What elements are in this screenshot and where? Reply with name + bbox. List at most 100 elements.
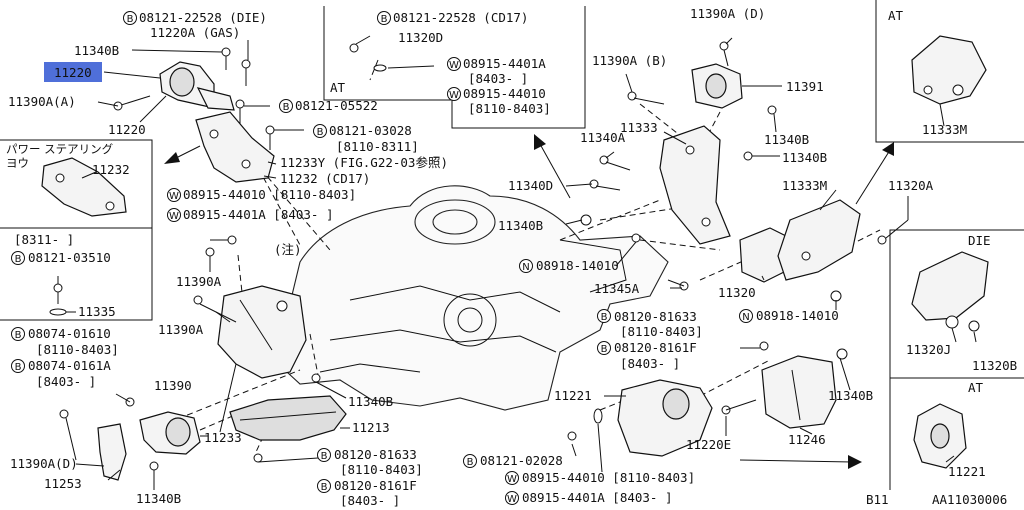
part-11253-bracket — [97, 423, 127, 481]
arrow-head-upright — [882, 142, 894, 156]
marker-w-3: W — [447, 57, 461, 71]
label-11340b-center: 11340B — [348, 394, 393, 409]
leader-lines — [57, 35, 977, 490]
label-11232-cd17: 11232 (CD17) — [280, 171, 370, 186]
label-power-steering: パワー ステアリング — [6, 142, 114, 156]
marker-b-6: B — [11, 327, 25, 341]
part-labels: 08121-22528 (DIE) 11220A (GAS) 11340B 11… — [6, 6, 1017, 508]
label-11340b-bl: 11340B — [136, 491, 181, 506]
label-11320a: 11320A — [888, 178, 934, 193]
marker-n-1: N — [519, 259, 533, 273]
marker-b-2: B — [279, 99, 293, 113]
marker-w-5: W — [505, 471, 519, 485]
label-11390: 11390 — [154, 378, 192, 393]
svg-text:B: B — [601, 344, 608, 355]
engine-transmission-body — [275, 185, 669, 411]
part-11246-bracket — [761, 355, 837, 429]
label-11390a-d: 11390A(D) — [10, 456, 78, 471]
svg-text:B: B — [381, 14, 388, 25]
label-8110-8403-c: [8110-8403] — [620, 324, 703, 339]
label-08915-4401a-c: 08915-4401A [8403- ] — [522, 490, 673, 505]
label-11253: 11253 — [44, 476, 82, 491]
label-08120-81633-a: 08120-81633 — [614, 309, 697, 324]
label-08120-8161f-b: 08120-8161F — [334, 478, 417, 493]
marker-b-5: B — [11, 251, 25, 265]
label-08120-8161f-a: 08120-8161F — [614, 340, 697, 355]
label-08121-22528-die: 08121-22528 (DIE) — [139, 10, 267, 25]
marker-b-3: B — [313, 124, 327, 138]
label-8403-b: [8403- ] — [468, 71, 528, 86]
label-11333m: 11333M — [782, 178, 827, 193]
part-11232-bracket — [195, 111, 275, 183]
label-11340b: 11340B — [74, 43, 119, 58]
marker-b-8: B — [597, 309, 611, 323]
label-08121-22528-cd17: 08121-22528 (CD17) — [393, 10, 528, 25]
part-11333m-at-box — [911, 35, 987, 105]
label-08915-4401a-a: 08915-4401A [8403- ] — [183, 207, 334, 222]
part-11333-bracket — [659, 125, 731, 245]
label-11246: 11246 — [788, 432, 826, 447]
label-8403-l1: [8403- ] — [36, 374, 96, 389]
label-08121-03028: 08121-03028 — [329, 123, 412, 138]
label-11345a: 11345A — [594, 281, 640, 296]
label-11233: 11233 — [204, 430, 242, 445]
part-11221-at-box — [913, 403, 967, 469]
label-8110-8311: [8110-8311] — [336, 139, 419, 154]
part-11220-mount — [159, 61, 235, 111]
label-11233y: 11233Y (FIG.G22-03参照) — [280, 155, 448, 170]
label-8110-8403-l1: [8110-8403] — [36, 342, 119, 357]
label-at-center-box: AT — [330, 80, 346, 95]
label-08918-14010-b: 08918-14010 — [756, 308, 839, 323]
power-steering-box — [0, 139, 153, 321]
label-11390a-b: 11390A (B) — [592, 53, 667, 68]
label-8403-d: [8403- ] — [340, 493, 400, 508]
part-11320j-die-box — [911, 251, 989, 329]
label-11335: 11335 — [78, 304, 116, 319]
label-08121-05522: 08121-05522 — [295, 98, 378, 113]
label-11220e: 11220E — [686, 437, 731, 452]
svg-text:B: B — [467, 457, 474, 468]
label-11340b-right: 11340B — [828, 388, 873, 403]
marker-n-2: N — [739, 309, 753, 323]
part-11390-insulator — [139, 411, 201, 455]
die-box-right — [889, 229, 1024, 379]
label-11320: 11320 — [718, 285, 756, 300]
marker-w-6: W — [505, 491, 519, 505]
svg-text:W: W — [169, 191, 179, 202]
label-8311-left: [8311- ] — [14, 232, 74, 247]
label-11390a-1: 11390A — [176, 274, 222, 289]
marker-b-12: B — [463, 454, 477, 468]
label-11333m-box: 11333M — [922, 122, 967, 137]
label-11320d: 11320D — [398, 30, 443, 45]
part-11233-bracket — [217, 285, 307, 379]
label-11340d: 11340D — [508, 178, 553, 193]
label-08915-44010-b: 08915-44010 — [463, 86, 546, 101]
frames — [0, 0, 1024, 490]
label-b11: B11 — [866, 492, 889, 507]
label-11220a-gas: 11220A (GAS) — [150, 25, 240, 40]
label-08074-0161a: 08074-0161A — [28, 358, 111, 373]
at-box-top-center — [323, 6, 586, 129]
highlight-11220 — [44, 62, 102, 82]
svg-text:W: W — [449, 60, 459, 71]
label-11333: 11333 — [620, 120, 658, 135]
arrow-head-right — [848, 455, 862, 469]
label-11340a: 11340A — [580, 130, 626, 145]
label-power-steering-2: ヨウ — [6, 156, 29, 170]
svg-text:B: B — [283, 102, 290, 113]
label-diagram-code: AA11030006 — [932, 492, 1007, 507]
label-11340b-r1: 11340B — [764, 132, 809, 147]
label-08915-4401a-b: 08915-4401A — [463, 56, 546, 71]
label-8110-8403-d: [8110-8403] — [340, 462, 423, 477]
arrows — [164, 134, 894, 469]
part-11221-mount — [617, 379, 713, 457]
svg-text:B: B — [127, 14, 134, 25]
label-08074-01610: 08074-01610 — [28, 326, 111, 341]
svg-text:W: W — [449, 90, 459, 101]
label-11232-left: 11232 — [92, 162, 130, 177]
label-at-top-right: AT — [888, 8, 904, 23]
svg-text:B: B — [321, 451, 328, 462]
part-11213-plate — [229, 395, 347, 441]
circle-markers: B B B W W B W W B B B N N B B B B B W W — [11, 11, 753, 505]
arrow-head-up — [534, 134, 546, 150]
